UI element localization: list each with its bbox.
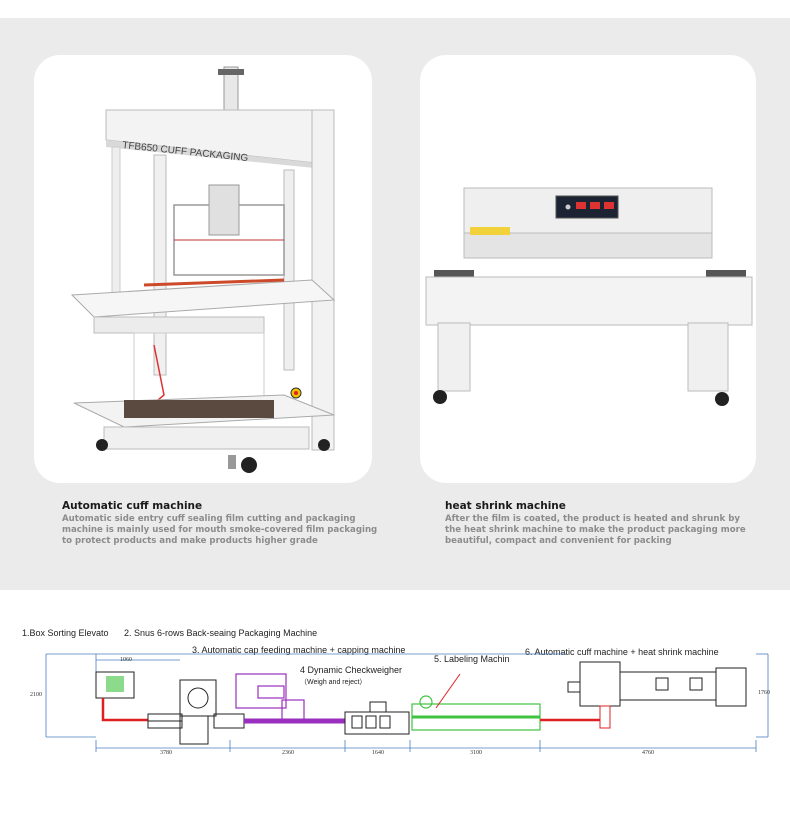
dim-3780: 3780 [160,750,172,756]
heat-shrink-image [425,187,753,406]
heat-shrink-title: heat shrink machine [445,500,566,512]
dim-1640: 1640 [372,750,384,756]
box-sorting-elevator [95,671,148,722]
station-6-label: 6. Automatic cuff machine + heat shrink … [525,647,719,657]
cuff-shrink-machine [567,661,747,729]
station-4-label: 4 Dynamic Checkweigher [300,665,403,675]
capping-machine [235,673,345,724]
dim-2360: 2360 [282,750,294,756]
cuff-machine-image: TFB650 CUFF PACKAGING [70,66,336,473]
cuff-machine-caption: Automatic cuff machine Automatic side en… [62,500,382,547]
checkweigher [344,701,410,735]
labeling-machine [411,673,541,731]
cuff-machine-description: Automatic side entry cuff sealing film c… [62,514,378,546]
dim-4760: 4760 [642,750,654,756]
dim-1760: 1760 [758,690,770,696]
station-3-label: 3. Automatic cap feeding machine + cappi… [192,645,406,655]
heat-shrink-card [420,55,756,483]
heat-shrink-description: After the film is coated, the product is… [445,514,746,546]
cuff-machine-title: Automatic cuff machine [62,500,203,512]
dim-1060: 1060 [120,657,132,663]
production-line-layout: 1.Box Sorting Elevato 2. Snus 6-rows Bac… [0,590,790,813]
layout-drawing [45,653,769,752]
packaging-machine [147,679,245,745]
station-4-sublabel: （Weigh and reject） [300,679,367,686]
station-1-label: 1.Box Sorting Elevato [22,628,109,638]
dim-2100: 2100 [30,692,42,698]
cuff-machine-card: TFB650 CUFF PACKAGING [34,55,372,483]
dim-3100: 3100 [470,750,482,756]
station-5-label: 5. Labeling Machin [434,654,510,664]
heat-shrink-caption: heat shrink machine After the film is co… [445,500,755,547]
dimension-lines [45,653,769,752]
station-2-label: 2. Snus 6-rows Back-seaing Packaging Mac… [124,628,318,638]
